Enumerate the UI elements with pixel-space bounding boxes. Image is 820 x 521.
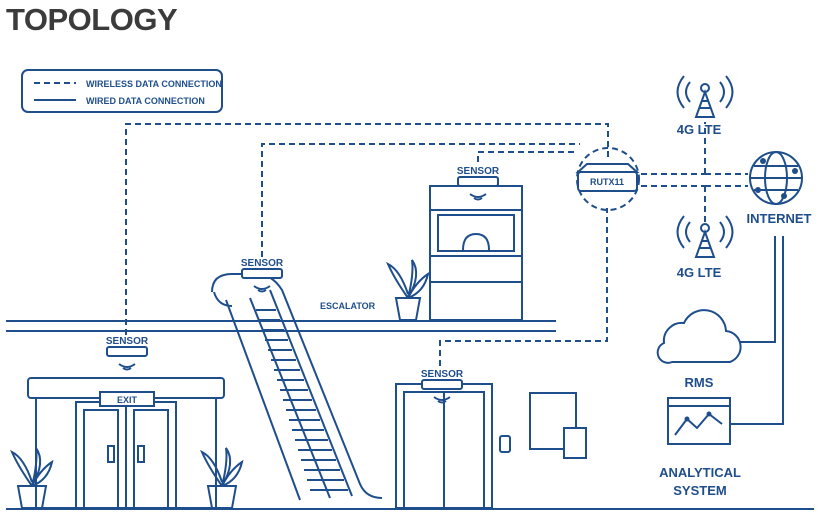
analytical-label-line1: ANALYTICAL xyxy=(659,465,741,480)
page-title: TOPOLOGY xyxy=(6,2,178,37)
rms-cloud-icon: RMS xyxy=(656,309,742,390)
exit-doors: EXIT xyxy=(27,377,225,509)
legend-wireless-label: WIRELESS DATA CONNECTION xyxy=(86,79,222,89)
kiosk-booth xyxy=(429,185,523,321)
router-label: RUTX11 xyxy=(590,177,624,187)
wired-connections xyxy=(730,236,784,425)
lte-label-top: 4G LTE xyxy=(677,122,722,137)
plant-lower-left-icon xyxy=(10,447,54,509)
sensor-label-elevator: SENSOR xyxy=(421,369,464,380)
lte-tower-top: 4G LTE xyxy=(676,75,734,137)
escalator-steps xyxy=(256,309,348,491)
internet-label: INTERNET xyxy=(747,211,812,226)
sensor-exit: SENSOR xyxy=(106,336,149,371)
legend: WIRELESS DATA CONNECTION WIRED DATA CONN… xyxy=(21,69,223,113)
legend-wired-label: WIRED DATA CONNECTION xyxy=(86,96,205,106)
sensor-elevator: SENSOR xyxy=(421,369,464,404)
escalator-label: ESCALATOR xyxy=(320,301,376,311)
lte-tower-bottom: 4G LTE xyxy=(676,215,734,280)
sensor-label-escalator: SENSOR xyxy=(241,258,284,269)
router-wireless-zone xyxy=(576,147,640,211)
plant-upper-icon xyxy=(386,259,430,321)
sensor-label-kiosk: SENSOR xyxy=(457,166,500,177)
elevator-call-button xyxy=(499,435,511,453)
analytical-label-line2: SYSTEM xyxy=(673,483,726,498)
wireless-connections xyxy=(125,122,748,366)
lte-label-bottom: 4G LTE xyxy=(677,265,722,280)
exit-label: EXIT xyxy=(117,395,138,405)
escalator: ESCALATOR xyxy=(211,273,383,501)
elevator xyxy=(395,383,511,509)
rms-label: RMS xyxy=(685,375,714,390)
internet-globe-icon: INTERNET xyxy=(747,151,812,226)
sensor-kiosk: SENSOR xyxy=(457,166,500,201)
router-device: RUTX11 xyxy=(575,163,640,192)
analytical-system-icon: ANALYTICAL SYSTEM xyxy=(659,397,741,498)
sensor-escalator: SENSOR xyxy=(241,258,284,293)
plant-lower-right-icon xyxy=(200,447,244,509)
wall-frames xyxy=(529,392,587,459)
sensor-label-exit: SENSOR xyxy=(106,336,149,347)
